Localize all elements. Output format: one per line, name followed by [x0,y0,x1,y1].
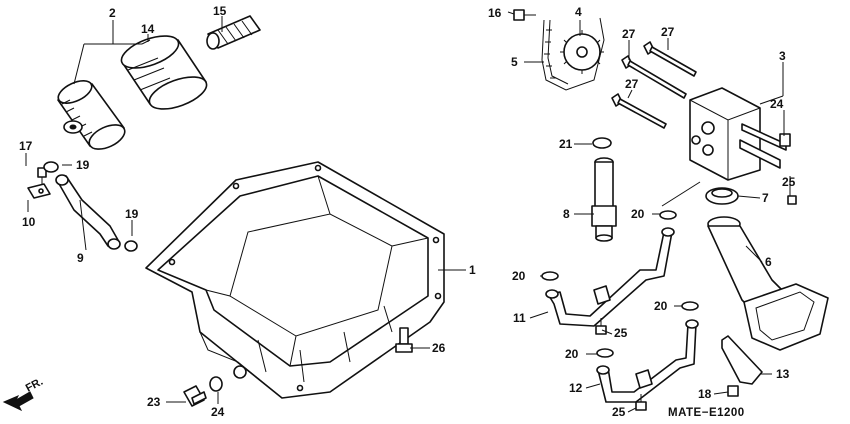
callout-16: 16 [488,6,502,20]
bolt-25-lower [635,394,647,411]
o-ring-20-c [681,301,699,311]
callout-11: 11 [513,311,526,325]
dowel-pin-24-upper [779,133,791,147]
pipe-clip [27,183,51,199]
oil-pipe-11 [545,227,675,327]
bolt-18 [727,385,739,397]
front-direction-arrow-icon [2,391,34,412]
diagram-code: MATE−E1200 [668,407,745,419]
callout-17: 17 [19,139,33,153]
callout-10: 10 [22,215,36,229]
o-ring-19-lower [124,240,138,252]
oil-pump-drive-chain [541,17,605,91]
callout-19-upper: 19 [76,158,90,172]
oil-pump-assembly [689,87,787,181]
oil-orifice [591,157,617,242]
oil-pan [145,161,445,399]
callout-24-upper: 24 [770,97,784,111]
callout-15: 15 [213,4,227,18]
o-ring-20-b [541,271,559,281]
bolt-16 [513,9,536,21]
sealing-washer-23 [209,376,223,392]
o-ring-20-a [659,210,677,220]
bolt-27-a [643,41,697,77]
oil-strainer-seal [705,187,739,205]
callout-25-upper: 25 [614,326,628,340]
oil-pipe-12 [596,319,699,403]
callout-12: 12 [569,381,583,395]
bolt-25-upper [595,318,607,335]
callout-6: 6 [765,255,772,269]
callout-20-d: 20 [565,347,579,361]
callout-3: 3 [779,49,786,63]
callout-19-lower: 19 [125,207,139,221]
callout-7: 7 [762,191,769,205]
bolt-17 [37,167,47,186]
callout-13: 13 [776,367,790,381]
oil-strainer [707,216,829,351]
oil-pump-driven-sprocket [560,30,604,74]
callout-numbers: 2 14 15 1 17 19 10 9 19 23 24 26 16 4 5 … [19,4,796,419]
callout-23: 24 [211,405,225,419]
callout-26: 26 [432,341,446,355]
callout-1: 1 [469,263,476,277]
callout-27-a: 27 [622,27,636,41]
callout-22: 23 [147,395,161,409]
leader-lines [25,11,791,413]
o-ring-19-upper [43,161,59,173]
callout-20-c: 20 [654,299,668,313]
callout-14: 14 [141,22,155,36]
callout-27-c: 27 [625,77,639,91]
drain-bolt [183,385,207,407]
callout-4: 4 [575,5,582,19]
front-direction-label: FR. [24,376,45,395]
callout-8: 8 [563,207,570,221]
callout-18: 18 [698,387,712,401]
oil-filter [57,80,126,150]
callout-25-lower: 25 [612,405,626,419]
bolt-27-c [611,93,667,129]
callout-5: 5 [511,55,518,69]
bolt-26 [395,327,413,353]
o-ring-21 [592,137,612,149]
dowel-pin-24-lower [787,195,797,205]
strainer-bracket [721,335,763,385]
oil-pipe [55,174,121,250]
callout-27-b: 27 [661,25,675,39]
callout-2: 2 [109,6,116,20]
o-ring-20-d [596,348,614,358]
callout-21: 21 [559,137,573,151]
oil-filter-collar [206,15,261,50]
callout-9: 9 [77,251,84,265]
bolt-27-b [621,55,687,99]
oil-filter-element [120,35,208,110]
callout-20-b: 20 [512,269,526,283]
callout-24-lower: 25 [782,175,796,189]
callout-20-a: 20 [631,207,645,221]
